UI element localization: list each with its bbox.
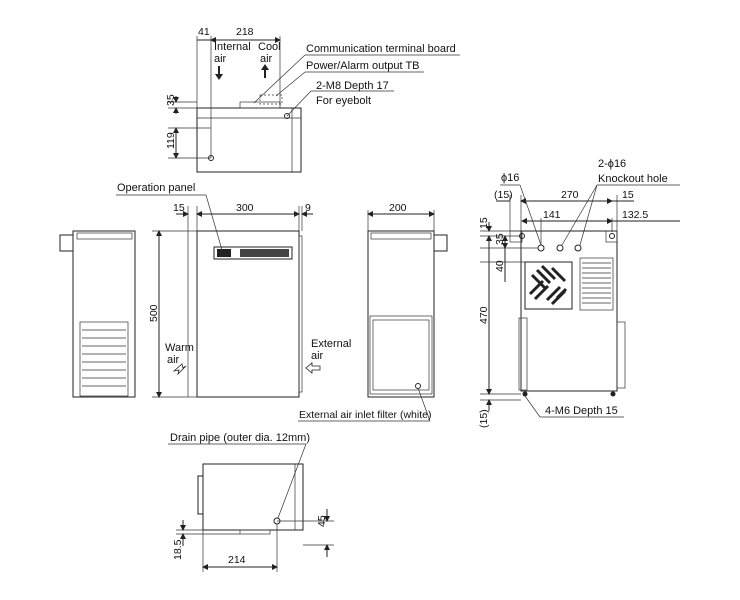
dim-470: 470 <box>478 306 490 324</box>
top-view-body <box>196 107 302 173</box>
dim-15-left: 15 <box>478 217 490 229</box>
terminal-block <box>239 101 281 109</box>
dim-214: 214 <box>228 554 246 566</box>
dim-119: 119 <box>165 132 177 149</box>
comm-board-label: Communication terminal board <box>306 43 456 55</box>
right-side-view: 200 External air inlet filter (white) <box>298 202 448 422</box>
dim-132-5: 132.5 <box>622 209 648 221</box>
left-side-view <box>59 230 136 398</box>
drain-pipe-label: Drain pipe (outer dia. 12mm) <box>170 432 310 444</box>
eyebolt-spec-label: 2-M8 Depth 17 <box>316 80 389 92</box>
dim-45: 45 <box>316 515 328 527</box>
dim-200: 200 <box>389 202 407 214</box>
mount-hole <box>610 391 616 397</box>
fan-grille <box>524 261 573 310</box>
eyebolt-note-label: For eyebolt <box>316 95 371 107</box>
top-view: 41 218 Internal air Cool air 35 119 Comm… <box>165 26 460 173</box>
dim-40: 40 <box>494 260 506 272</box>
warm-air-label-1: Warm <box>165 342 194 354</box>
vent-slats <box>82 329 126 387</box>
side-view-body <box>367 230 435 398</box>
external-air-label-2: air <box>311 350 324 362</box>
warm-air-arrow-icon <box>172 363 187 376</box>
operation-panel-label: Operation panel <box>117 182 195 194</box>
external-air-label-1: External <box>311 338 351 350</box>
warm-air-label-2: air <box>167 354 180 366</box>
mount-hole <box>522 391 528 397</box>
dim-15-paren-top: (15) <box>494 189 513 201</box>
mounting-view: ϕ16 2-ϕ16 Knockout hole (15) 270 15 141 … <box>478 158 680 428</box>
bottom-view-body <box>202 463 304 531</box>
internal-air-label-1: Internal <box>214 41 251 53</box>
dim-270: 270 <box>561 189 579 201</box>
down-arrow-icon <box>215 66 223 80</box>
knockout-hole <box>556 244 564 252</box>
power-tb-label: Power/Alarm output TB <box>306 60 420 72</box>
dim-35: 35 <box>165 94 177 106</box>
dim-35-mount: 35 <box>494 233 506 245</box>
dia16-label: ϕ16 <box>501 172 519 184</box>
eyebolt-hole <box>284 113 290 119</box>
mount-holes-label: 4-M6 Depth 15 <box>545 405 618 417</box>
dim-300: 300 <box>236 202 254 214</box>
dim-15-right: 15 <box>622 189 634 201</box>
internal-air-label-2: air <box>214 53 227 65</box>
dim-9: 9 <box>305 202 311 214</box>
mount-view-body <box>520 230 618 392</box>
dim-141: 141 <box>543 209 561 221</box>
up-arrow-icon <box>261 64 269 78</box>
knockout-hole <box>574 244 582 252</box>
louver <box>579 257 614 311</box>
filter-label: External air inlet filter (white) <box>299 409 431 421</box>
knockout-spec-label: 2-ϕ16 <box>598 158 626 170</box>
cool-air-label-2: air <box>260 53 273 65</box>
bottom-view: Drain pipe (outer dia. 12mm) 45 18.5 214 <box>168 432 334 572</box>
inlet-filter <box>369 315 433 395</box>
dim-500: 500 <box>148 304 160 322</box>
dim-41: 41 <box>198 26 210 38</box>
fan-grille-pattern <box>528 264 568 306</box>
side-vent <box>79 321 129 397</box>
cool-air-label-1: Cool <box>258 41 281 53</box>
front-view: Operation panel 15 300 9 500 Warm air Ex… <box>116 182 351 398</box>
knockout-note-label: Knockout hole <box>598 173 668 185</box>
dim-15-bottom: (15) <box>478 409 490 428</box>
dim-218: 218 <box>236 26 254 38</box>
dim-18-5: 18.5 <box>172 539 184 560</box>
dim-15-front: 15 <box>173 202 185 214</box>
external-air-arrow-icon <box>305 362 321 374</box>
